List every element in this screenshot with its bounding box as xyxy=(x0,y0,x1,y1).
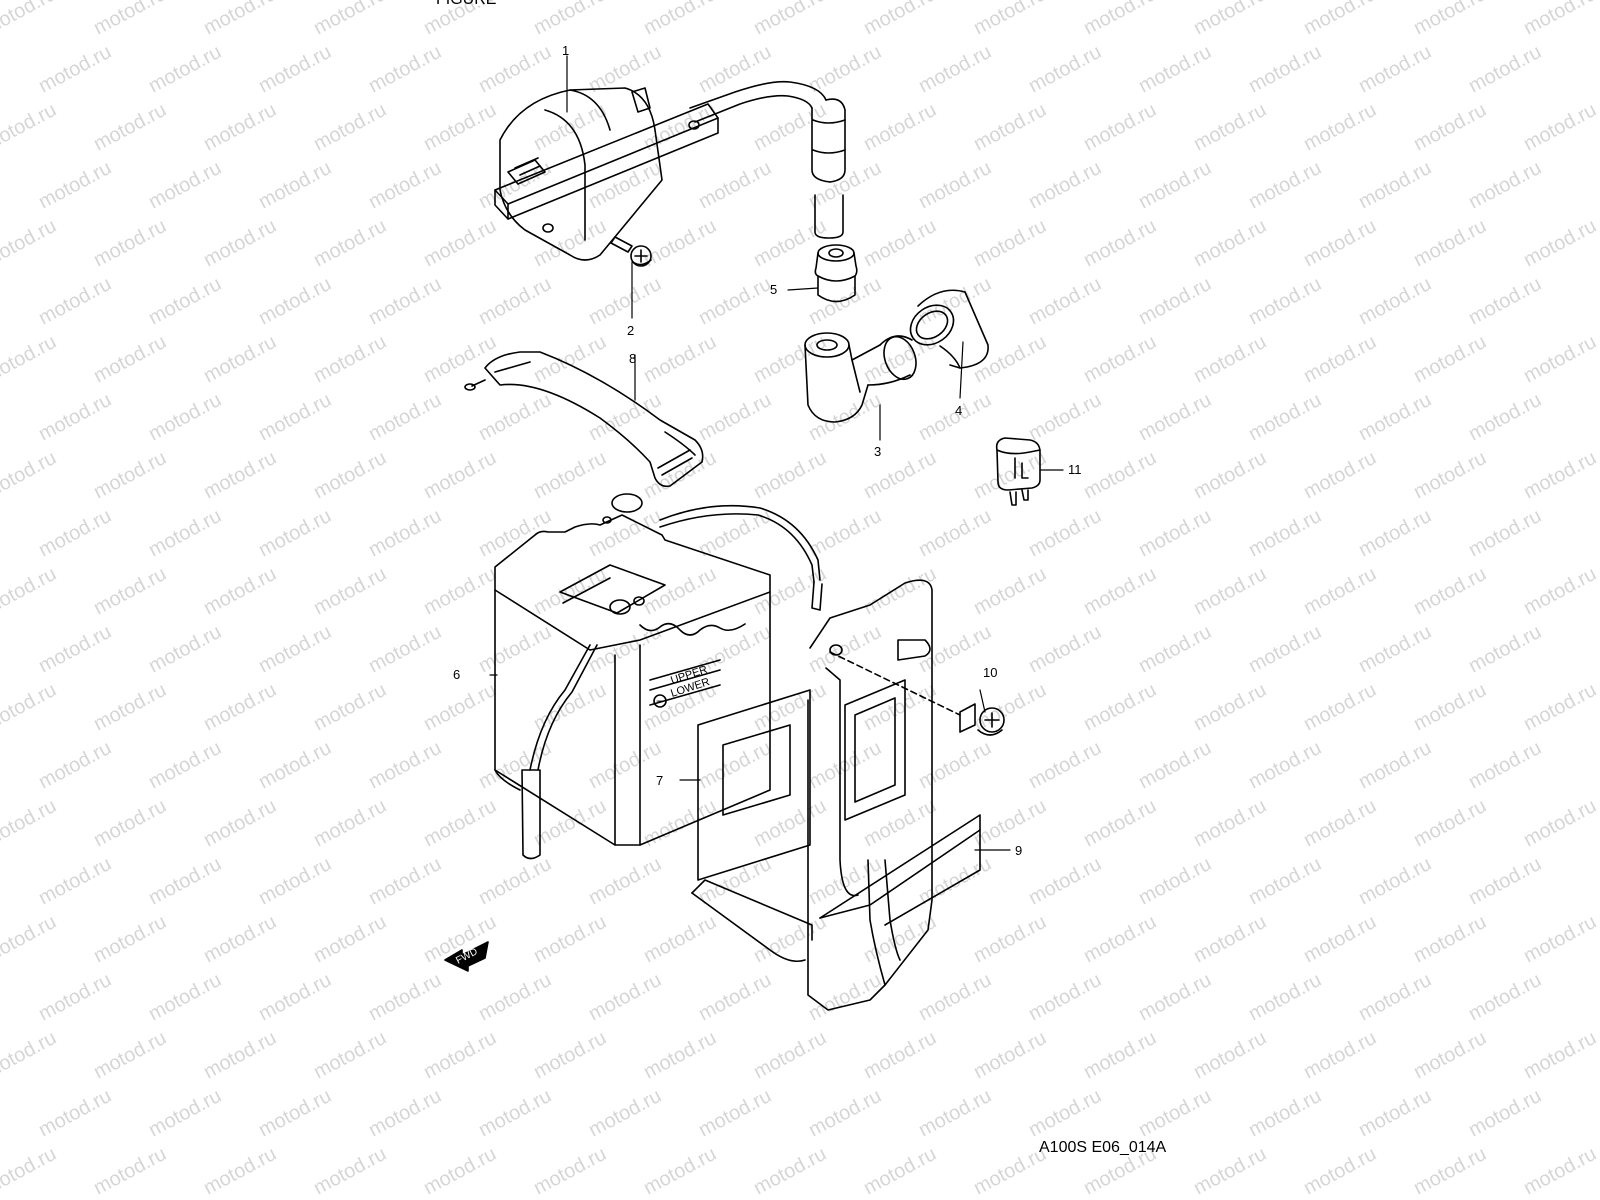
drawing-code: A100S E06_014A xyxy=(1039,1139,1167,1156)
callout-1: 1 xyxy=(562,43,570,58)
fwd-arrow-icon xyxy=(444,941,489,972)
callout-8: 8 xyxy=(629,351,637,366)
figure-header-fragment: FIGURE xyxy=(436,0,496,9)
callout-5: 5 xyxy=(770,282,778,297)
cap-grommet-drawing xyxy=(814,244,858,303)
leader-lines xyxy=(489,55,1064,851)
plug-cap-drawing xyxy=(804,332,917,423)
relay-drawing xyxy=(995,437,1041,506)
battery-band-drawing xyxy=(464,351,704,488)
callout-2: 2 xyxy=(627,323,635,338)
plug-cap-cover-drawing xyxy=(909,289,989,369)
callout-9: 9 xyxy=(1015,843,1023,858)
battery-holder-drawing xyxy=(691,579,981,1011)
battery-minus-label: − xyxy=(656,694,663,708)
ignition-coil-drawing xyxy=(494,80,846,261)
callout-11: 11 xyxy=(1068,462,1082,477)
battery-pad-drawing xyxy=(697,689,811,881)
callout-6: 6 xyxy=(453,667,461,682)
battery-drawing xyxy=(494,493,823,860)
coil-bolt-drawing xyxy=(610,236,652,267)
holder-bolt-drawing xyxy=(959,703,1005,736)
callout-10: 10 xyxy=(983,665,998,680)
callout-4: 4 xyxy=(955,403,963,418)
callout-3: 3 xyxy=(874,444,882,459)
callout-7: 7 xyxy=(656,773,664,788)
